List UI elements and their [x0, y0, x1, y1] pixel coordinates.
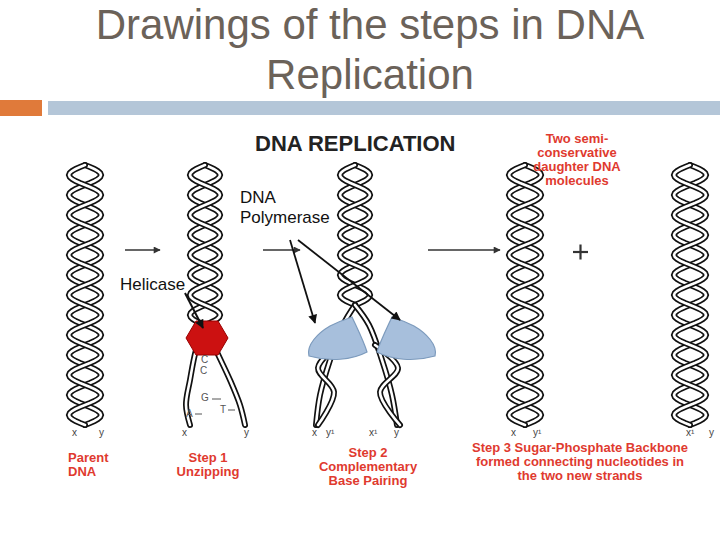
strand-letter: y — [709, 427, 714, 439]
base-letter: G — [201, 392, 209, 404]
strand-fill — [509, 165, 541, 425]
leader-line — [290, 240, 315, 323]
strand-fill — [190, 165, 220, 325]
callout-label: DNA Polymerase — [240, 188, 340, 228]
strand-fill — [674, 165, 706, 425]
polymerase-enzyme — [377, 317, 435, 359]
base-rung — [212, 399, 221, 400]
plus-sign — [579, 245, 581, 260]
polymerase-enzyme — [309, 317, 367, 359]
base-rung — [228, 410, 235, 411]
accent-block — [0, 100, 42, 116]
strand-outline — [509, 165, 541, 425]
leader-line — [298, 240, 400, 320]
strand-letter: y — [394, 427, 399, 439]
step-arrow — [125, 249, 160, 250]
step-caption: Step 2 Complementary Base Pairing — [309, 446, 427, 488]
step-caption: Parent DNA — [68, 451, 118, 479]
strand-fill — [69, 165, 101, 425]
strand-fill — [674, 165, 706, 425]
strand-letter: y — [99, 427, 104, 439]
strand-outline — [674, 165, 706, 425]
helicase-enzyme — [186, 321, 228, 355]
step-arrow — [263, 249, 300, 250]
strand-outline — [190, 165, 220, 325]
strand-outline — [69, 165, 101, 425]
strand-letter: x — [72, 427, 77, 439]
base-rung — [195, 414, 202, 415]
strand-outline — [674, 165, 706, 425]
strand-outline — [69, 165, 101, 425]
callout-label: Helicase — [120, 275, 185, 295]
header-bar — [48, 101, 720, 115]
strand-letter: x — [511, 427, 516, 439]
step-arrow — [428, 249, 500, 250]
strand-fill — [190, 165, 220, 325]
base-letter: T — [220, 404, 226, 416]
dna-strands — [69, 165, 706, 425]
strand-letter: x — [312, 427, 317, 439]
strand-letter: y¹ — [326, 427, 334, 439]
strand-outline — [509, 165, 541, 425]
strand-fill — [69, 165, 101, 425]
image-heading: DNA REPLICATION — [255, 131, 455, 157]
base-letter: C — [200, 365, 207, 377]
strand-outline — [190, 165, 220, 325]
base-letter: A — [186, 408, 193, 420]
leader-line — [185, 293, 203, 328]
step-caption: Step 1 Unzipping — [168, 451, 248, 479]
strand-letter: x¹ — [369, 427, 377, 439]
strand-letter: y — [244, 427, 249, 439]
strand-letter: x¹ — [686, 427, 694, 439]
result-note: Two semi-conservative daughter DNA molec… — [512, 132, 642, 188]
step-caption: Step 3 Sugar-Phosphate Backbone formed c… — [472, 441, 688, 483]
strand-letter: x — [182, 427, 187, 439]
strand-letter: y¹ — [533, 427, 541, 439]
strand-fill — [509, 165, 541, 425]
base-letter: C — [201, 354, 208, 366]
slide-title: Drawings of the steps in DNA Replication — [60, 0, 680, 100]
